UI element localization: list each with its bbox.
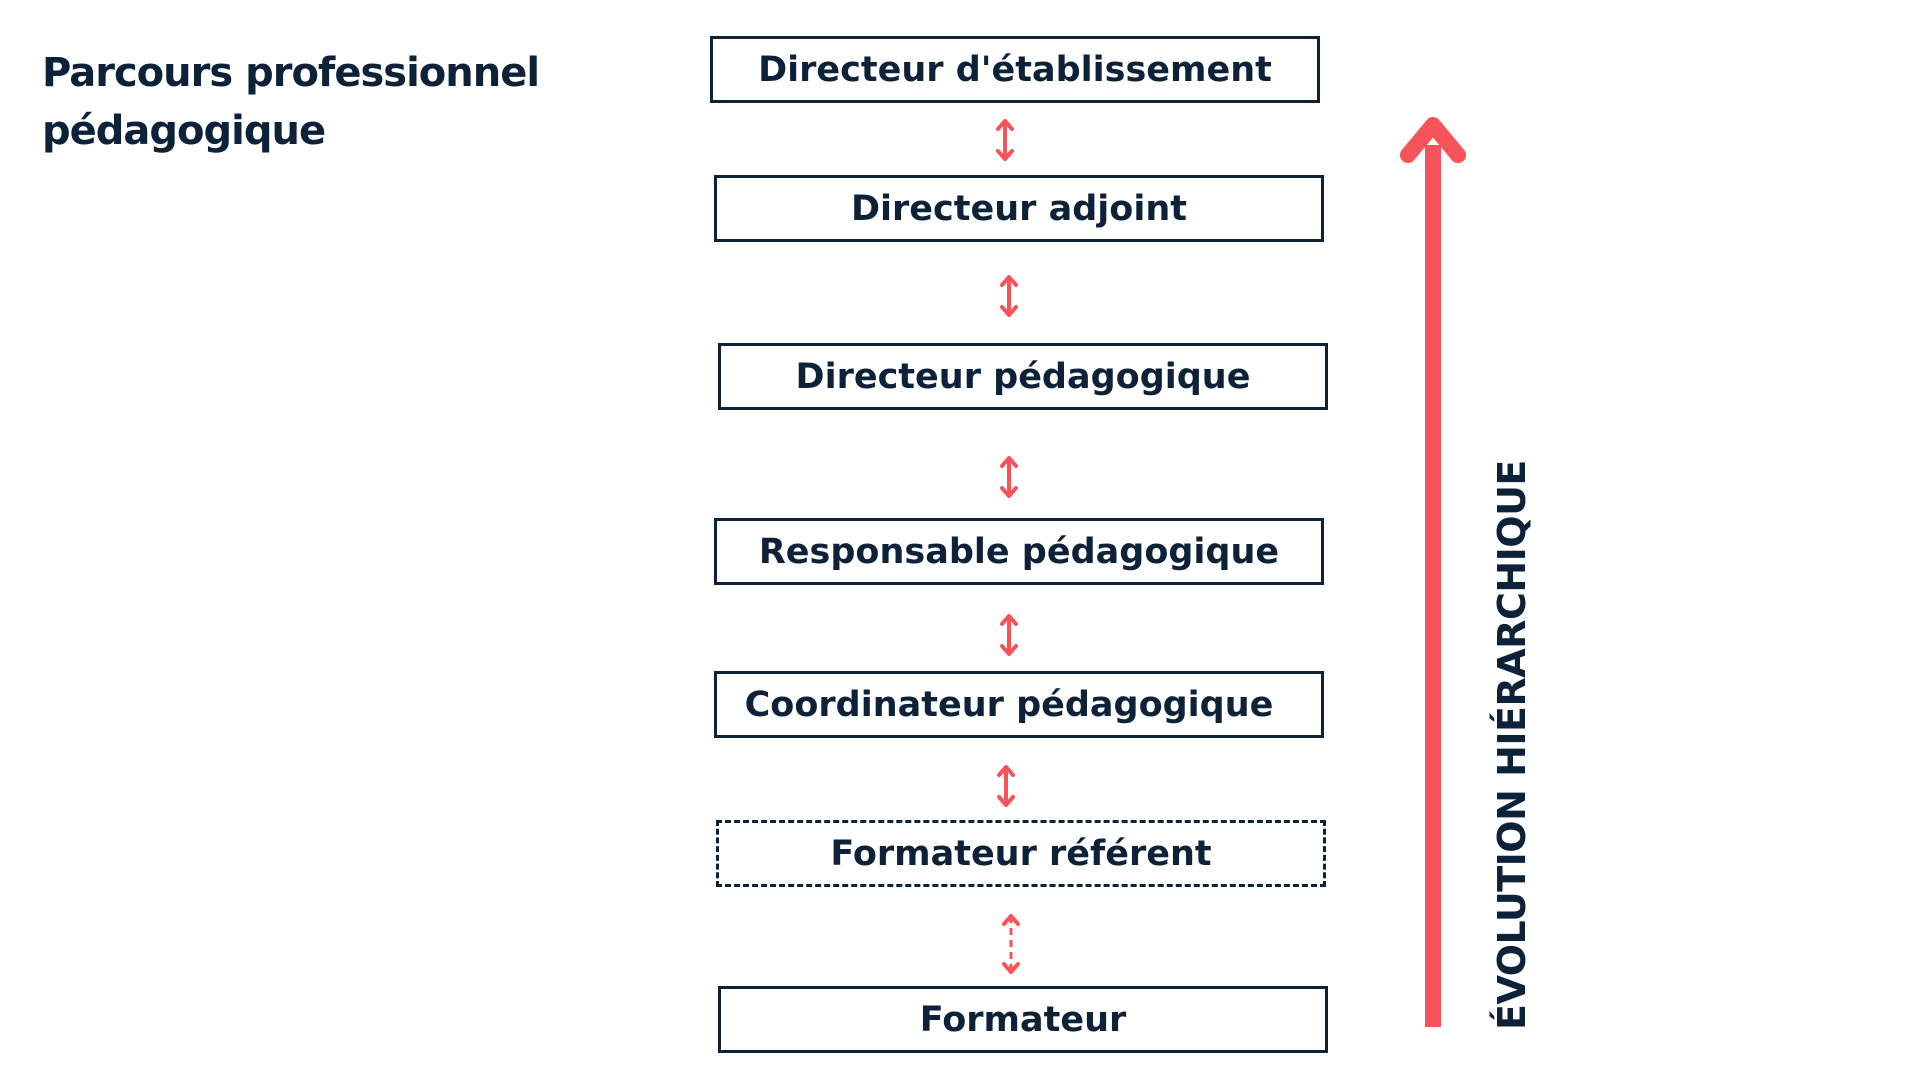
role-label: Formateur	[919, 999, 1127, 1040]
role-box-directeur-pedagogique: Directeur pédagogique	[718, 343, 1328, 410]
role-box-formateur: Formateur	[718, 986, 1328, 1053]
role-label: Responsable pédagogique	[758, 531, 1280, 572]
double-arrow-icon	[1000, 456, 1018, 498]
hierarchy-up-arrow-icon	[1400, 117, 1466, 1027]
double-arrow-icon	[996, 119, 1014, 161]
role-box-responsable-pedagogique: Responsable pédagogique	[714, 518, 1324, 585]
role-box-directeur-adjoint: Directeur adjoint	[714, 175, 1324, 242]
role-box-coordinateur-pedagogique: Coordinateur pédagogique	[714, 671, 1324, 738]
double-arrow-icon	[1000, 614, 1018, 656]
axis-label: ÉVOLUTION HIÉRARCHIQUE	[1490, 460, 1534, 1030]
role-label: Directeur pédagogique	[795, 356, 1251, 397]
role-label: Directeur adjoint	[851, 188, 1187, 229]
page-title: Parcours professionnel pédagogique	[42, 50, 540, 154]
role-label: Coordinateur pédagogique	[744, 684, 1274, 725]
double-arrow-icon	[1000, 275, 1018, 317]
role-label: Directeur d'établissement	[758, 49, 1272, 90]
role-box-directeur-etablissement: Directeur d'établissement	[710, 36, 1320, 103]
double-arrow-icon	[997, 765, 1015, 807]
role-label: Formateur référent	[830, 833, 1212, 874]
dashed-double-arrow-icon	[1002, 914, 1020, 974]
role-box-formateur-referent: Formateur référent	[716, 820, 1326, 887]
